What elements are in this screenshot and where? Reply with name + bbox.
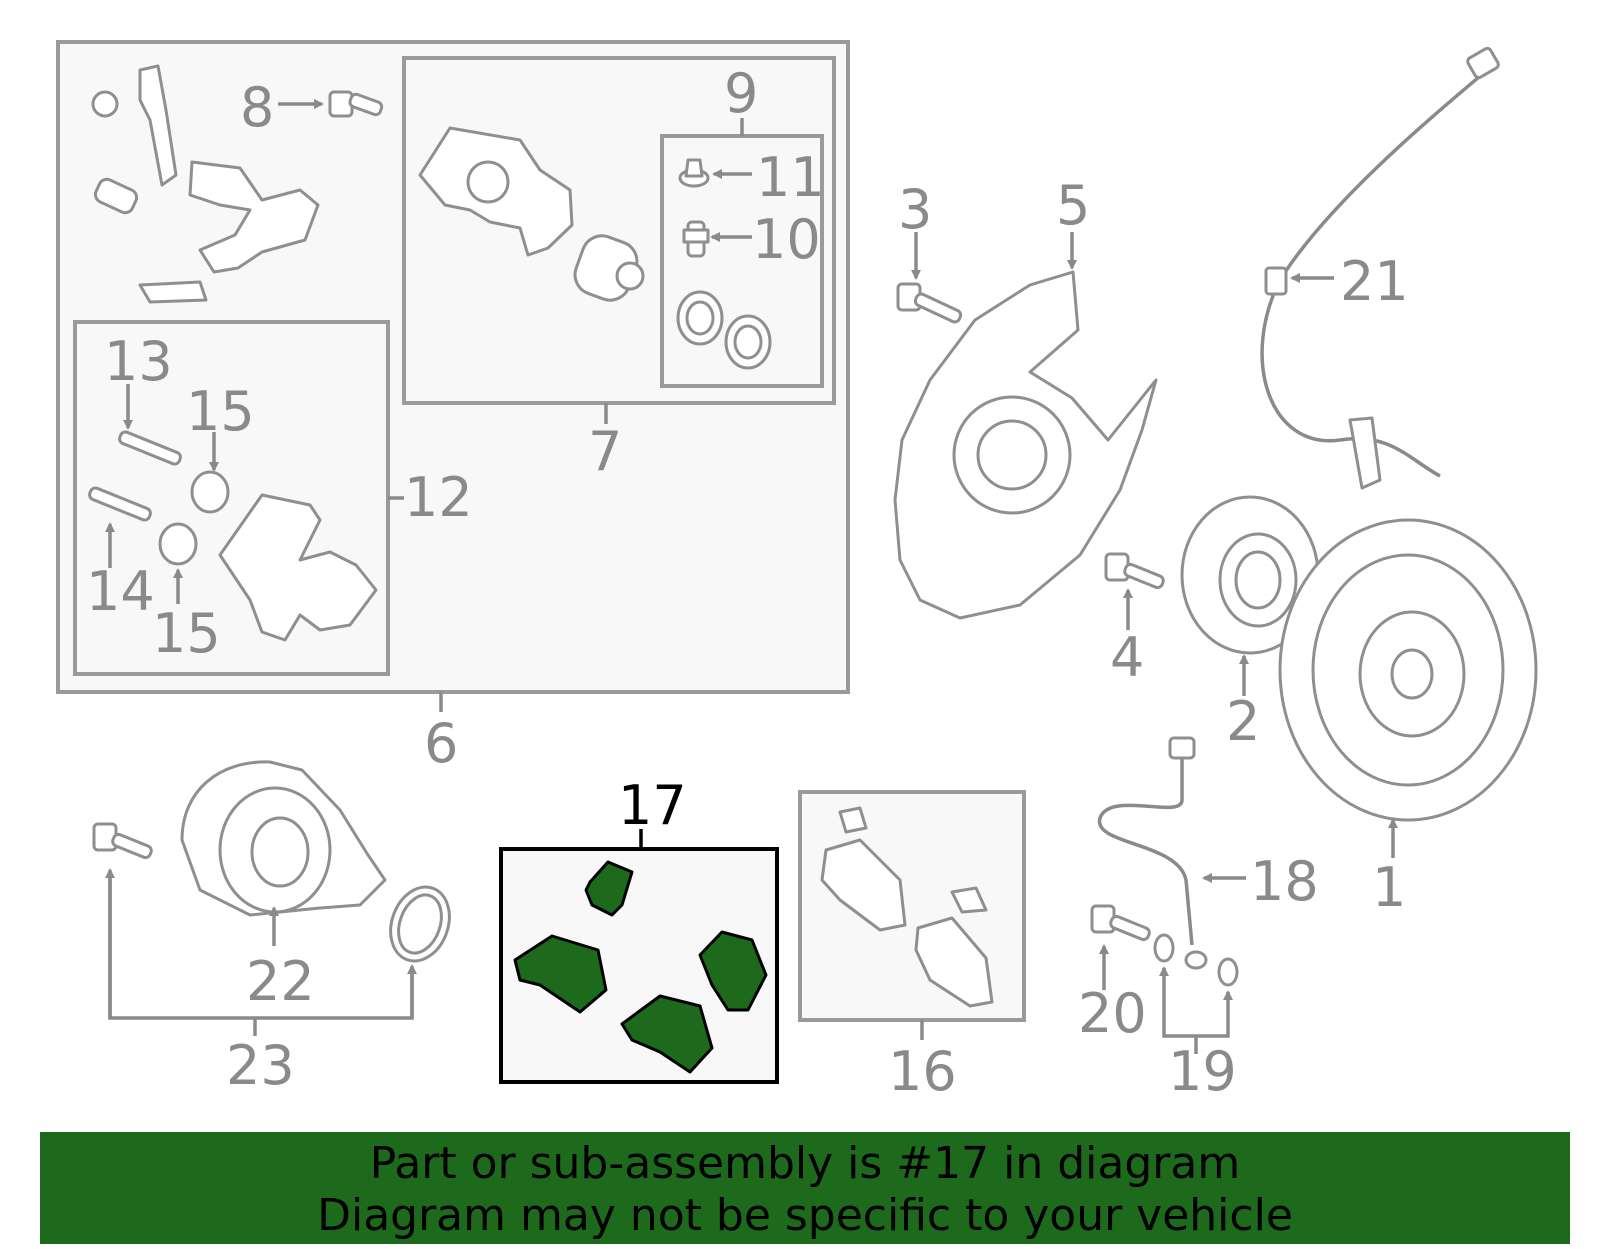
callout-12: 12 xyxy=(404,466,473,529)
callout-11: 11 xyxy=(756,146,825,209)
callout-21: 21 xyxy=(1340,250,1409,313)
part-15-boot-lower-icon xyxy=(158,522,198,566)
part-22-parking-brake-actuator-icon xyxy=(180,760,387,917)
part-2-hub-bearing-icon xyxy=(1180,495,1320,655)
part-5-dust-shield-icon xyxy=(893,270,1158,620)
callout-15-upper: 15 xyxy=(186,380,255,443)
callout-4: 4 xyxy=(1110,626,1144,689)
part-16-brake-pads-icon xyxy=(820,806,994,1008)
seal-rings-icon xyxy=(676,290,772,370)
part-4-bolt-icon xyxy=(1104,552,1165,590)
part-23-bolt-icon xyxy=(92,822,153,860)
part-1-brake-rotor-icon xyxy=(1278,518,1538,822)
part-21-abs-sensor-wire-icon xyxy=(1260,46,1500,490)
part-23-o-ring-icon xyxy=(389,885,451,963)
part-19-washers-icon xyxy=(1153,933,1239,987)
callout-8: 8 xyxy=(240,76,274,139)
callout-20: 20 xyxy=(1078,982,1147,1045)
callout-7: 7 xyxy=(588,420,622,483)
part-7-caliper-icon xyxy=(418,126,645,302)
callout-1: 1 xyxy=(1372,856,1406,919)
part-11-bleeder-cap-icon xyxy=(678,158,710,188)
callout-18: 18 xyxy=(1250,850,1319,913)
caliper-mount-bracket-icon xyxy=(218,493,378,642)
part-13-guide-pin-icon xyxy=(118,430,182,466)
callout-17: 17 xyxy=(618,774,687,837)
part-15-boot-upper-icon xyxy=(190,470,230,514)
callout-14: 14 xyxy=(86,560,155,623)
callout-3: 3 xyxy=(898,178,932,241)
callout-9: 9 xyxy=(724,62,758,125)
banner-line-1: Part or sub-assembly is #17 in diagram xyxy=(369,1138,1241,1189)
callout-19: 19 xyxy=(1168,1040,1237,1103)
callout-22: 22 xyxy=(246,950,315,1013)
callout-16: 16 xyxy=(888,1040,957,1103)
callout-15-lower: 15 xyxy=(152,602,221,665)
callout-2: 2 xyxy=(1226,690,1260,753)
caliper-bracket-parts xyxy=(91,64,320,304)
part-14-guide-pin-icon xyxy=(88,486,152,522)
callout-5: 5 xyxy=(1056,174,1090,237)
part-18-brake-hose-icon xyxy=(1097,736,1208,970)
banner-line-2: Diagram may not be specific to your vehi… xyxy=(317,1190,1293,1241)
part-8-bolt-icon xyxy=(328,90,384,118)
part-17-hardware-clips-icon xyxy=(513,860,768,1074)
part-3-bolt-icon xyxy=(896,282,963,324)
callout-10: 10 xyxy=(752,208,821,271)
callout-23: 23 xyxy=(226,1034,295,1097)
part-10-bleeder-screw-icon xyxy=(682,220,710,258)
callout-13: 13 xyxy=(104,330,173,393)
info-banner: Part or sub-assembly is #17 in diagram D… xyxy=(40,1132,1570,1244)
part-20-bolt-icon xyxy=(1090,904,1151,942)
callout-6: 6 xyxy=(424,712,458,775)
